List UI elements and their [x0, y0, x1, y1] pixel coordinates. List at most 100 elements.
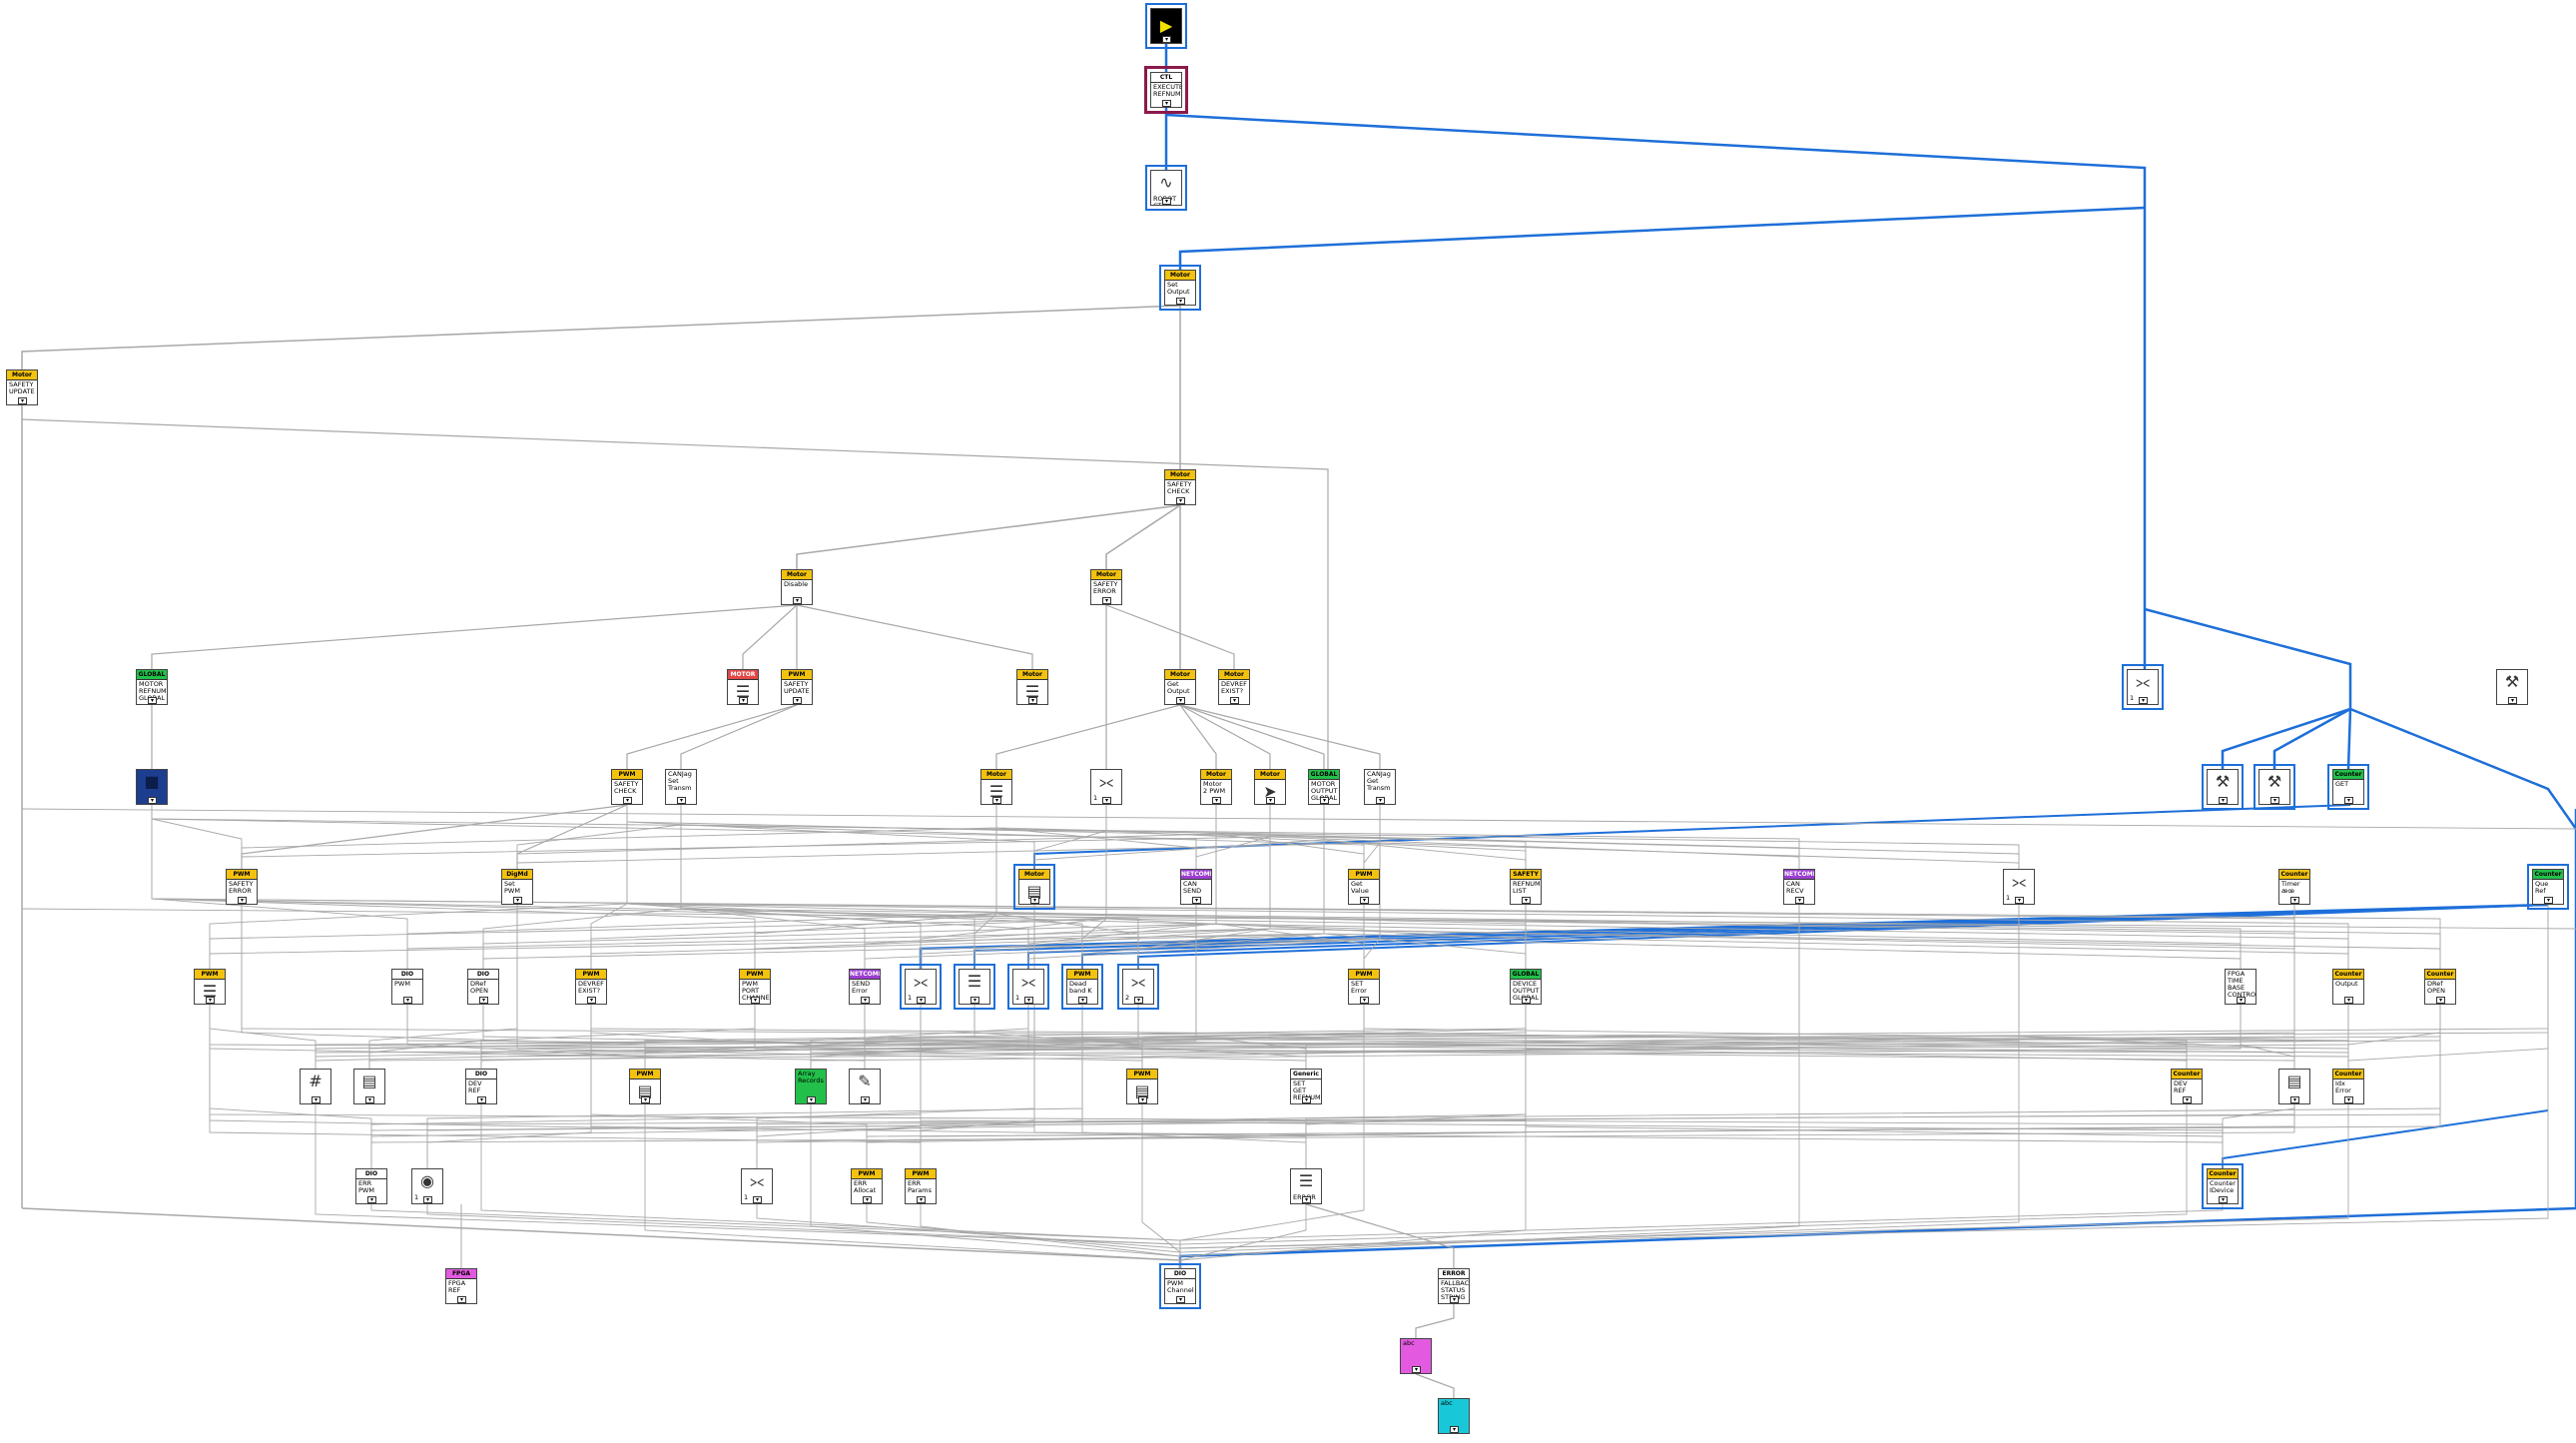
expand-triangle-icon[interactable]: ▾ [2015, 897, 2024, 904]
node-motor-red[interactable]: MOTOR☰▾ [727, 669, 759, 705]
expand-triangle-icon[interactable]: ▾ [992, 797, 1001, 804]
expand-triangle-icon[interactable]: ▾ [2139, 697, 2148, 704]
expand-triangle-icon[interactable]: ▾ [148, 797, 157, 804]
node-canjag-get[interactable]: CANJag Get Transm▾ [1364, 769, 1396, 805]
expand-triangle-icon[interactable]: ▾ [1176, 298, 1185, 305]
node-ref-gray-c[interactable]: ⚒▾ [2496, 669, 2528, 705]
expand-triangle-icon[interactable]: ▾ [1162, 100, 1171, 107]
node-netcomm-can-send[interactable]: NETCOMMCAN SEND▾ [1180, 869, 1212, 905]
expand-triangle-icon[interactable]: ▾ [1176, 1296, 1185, 1303]
expand-triangle-icon[interactable]: ▾ [1376, 797, 1385, 804]
expand-triangle-icon[interactable]: ▾ [1320, 797, 1329, 804]
expand-triangle-icon[interactable]: ▾ [1412, 1366, 1421, 1373]
node-idx-r1[interactable]: ⪥1▾ [2122, 664, 2164, 710]
node-idx-b3[interactable]: ⪥1▾ [1007, 964, 1049, 1010]
expand-triangle-icon[interactable]: ▾ [753, 1196, 762, 1203]
node-fpga-time-base[interactable]: FPGA TIME BASE CONTROL▾ [2225, 969, 2256, 1005]
expand-triangle-icon[interactable]: ▾ [1176, 497, 1185, 504]
expand-triangle-icon[interactable]: ▾ [2183, 1096, 2192, 1103]
expand-triangle-icon[interactable]: ▾ [2544, 897, 2553, 904]
expand-triangle-icon[interactable]: ▾ [1266, 797, 1275, 804]
expand-triangle-icon[interactable]: ▾ [18, 397, 27, 404]
node-green-block[interactable]: Array Records▾ [795, 1069, 827, 1104]
expand-triangle-icon[interactable]: ▾ [1212, 797, 1221, 804]
expand-triangle-icon[interactable]: ▾ [1302, 1096, 1311, 1103]
expand-triangle-icon[interactable]: ▾ [1162, 198, 1171, 205]
expand-triangle-icon[interactable]: ▾ [807, 1096, 816, 1103]
expand-triangle-icon[interactable]: ▾ [623, 797, 632, 804]
expand-triangle-icon[interactable]: ▾ [2508, 697, 2517, 704]
node-pwm-bundle[interactable]: PWM▤▾ [1126, 1069, 1158, 1104]
expand-triangle-icon[interactable]: ▾ [1795, 897, 1804, 904]
expand-triangle-icon[interactable]: ▾ [1134, 997, 1143, 1004]
expand-triangle-icon[interactable]: ▾ [1102, 797, 1111, 804]
node-canjag-set[interactable]: CANJag Set Transm▾ [665, 769, 697, 805]
node-ref-gray-a[interactable]: ⚒▾ [2202, 764, 2244, 810]
expand-triangle-icon[interactable]: ▾ [2219, 797, 2228, 804]
node-pwm-doc[interactable]: PWM☰▾ [194, 969, 226, 1005]
expand-triangle-icon[interactable]: ▾ [513, 897, 522, 904]
expand-triangle-icon[interactable]: ▾ [970, 997, 979, 1004]
node-motor-doc2[interactable]: Motor☰▾ [980, 769, 1012, 805]
expand-triangle-icon[interactable]: ▾ [2290, 897, 2299, 904]
expand-triangle-icon[interactable]: ▾ [2290, 1096, 2299, 1103]
node-num-icon[interactable]: #▾ [300, 1069, 331, 1104]
node-counter-bundle[interactable]: ▤▾ [2278, 1069, 2310, 1104]
expand-triangle-icon[interactable]: ▾ [1522, 897, 1531, 904]
expand-triangle-icon[interactable]: ▾ [2436, 997, 2445, 1004]
node-green-box[interactable]: ▤▾ [353, 1069, 385, 1104]
expand-triangle-icon[interactable]: ▾ [1360, 997, 1369, 1004]
node-top-vi[interactable]: ▶▾ [1145, 3, 1187, 49]
expand-triangle-icon[interactable]: ▾ [1024, 997, 1033, 1004]
expand-triangle-icon[interactable]: ▾ [1450, 1426, 1459, 1433]
expand-triangle-icon[interactable]: ▾ [1450, 1296, 1459, 1303]
expand-triangle-icon[interactable]: ▾ [423, 1196, 432, 1203]
node-idx-b2[interactable]: ☰▾ [954, 964, 995, 1010]
node-ref-gray-b[interactable]: ⚒▾ [2254, 764, 2295, 810]
node-string-out[interactable]: abc▾ [1438, 1398, 1470, 1434]
node-index-l[interactable]: ⪥1▾ [741, 1168, 773, 1204]
expand-triangle-icon[interactable]: ▾ [793, 597, 802, 604]
expand-triangle-icon[interactable]: ▾ [863, 1196, 872, 1203]
expand-triangle-icon[interactable]: ▾ [457, 1296, 466, 1303]
node-idx-b1[interactable]: ⪥1▾ [900, 964, 942, 1010]
expand-triangle-icon[interactable]: ▾ [1078, 997, 1087, 1004]
expand-triangle-icon[interactable]: ▾ [2270, 797, 2279, 804]
node-netcomm-can-recv[interactable]: NETCOMMCAN RECV▾ [1783, 869, 1815, 905]
expand-triangle-icon[interactable]: ▾ [1192, 897, 1201, 904]
expand-triangle-icon[interactable]: ▾ [739, 697, 748, 704]
expand-triangle-icon[interactable]: ▾ [917, 997, 926, 1004]
expand-triangle-icon[interactable]: ▾ [312, 1096, 321, 1103]
expand-triangle-icon[interactable]: ▾ [148, 697, 157, 704]
expand-triangle-icon[interactable]: ▾ [751, 997, 760, 1004]
expand-triangle-icon[interactable]: ▾ [587, 997, 596, 1004]
expand-triangle-icon[interactable]: ▾ [1162, 36, 1171, 43]
expand-triangle-icon[interactable]: ▾ [1102, 597, 1111, 604]
node-index-1a[interactable]: ⪥1▾ [1090, 769, 1122, 805]
expand-triangle-icon[interactable]: ▾ [2237, 997, 2246, 1004]
